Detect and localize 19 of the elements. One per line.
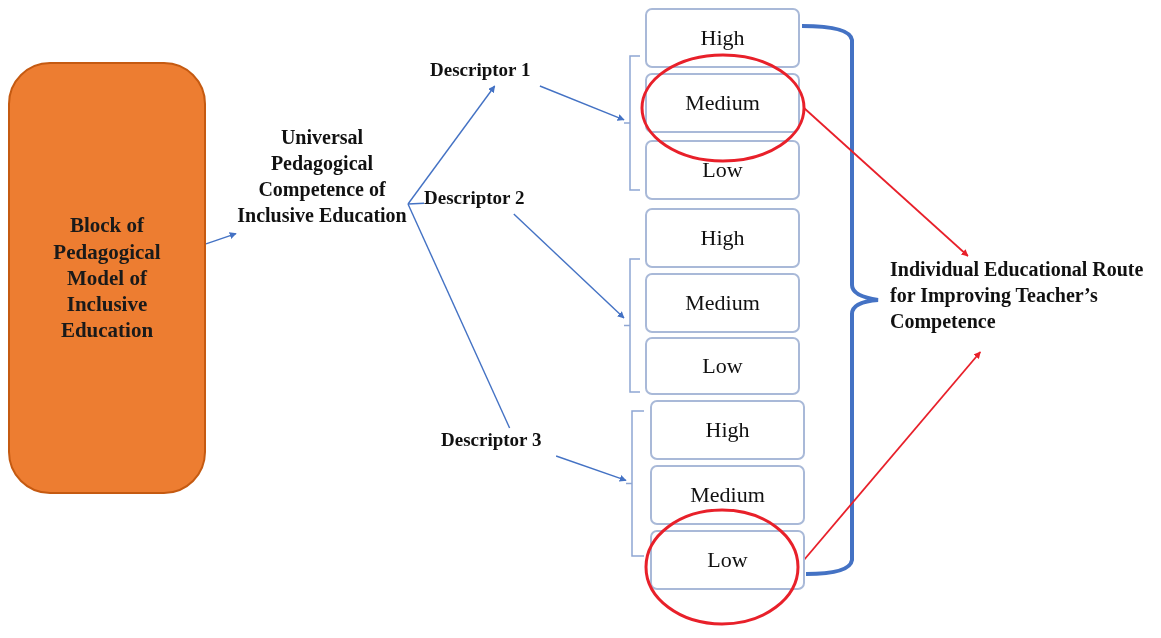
arrow: [803, 107, 969, 257]
arrow: [513, 213, 625, 319]
arrow: [407, 85, 496, 205]
level-box: Low: [645, 140, 800, 200]
arrow: [555, 455, 627, 482]
descriptor-label: Descriptor 2: [424, 186, 574, 211]
level-box: High: [645, 8, 800, 68]
level-box: High: [645, 208, 800, 268]
descriptor-label: Descriptor 1: [430, 58, 580, 83]
route-label: Individual Educational Route for Improving Teacher’s Competence: [890, 256, 1152, 334]
process-box: Block of Pedagogical Model of Inclusive Education: [8, 62, 206, 494]
level-box: Medium: [645, 273, 800, 333]
competence-label: Universal Pedagogical Competence of Inclusive Education: [236, 124, 408, 228]
arrow: [539, 85, 625, 121]
arrow: [205, 232, 237, 245]
level-box: High: [650, 400, 805, 460]
level-box: Low: [645, 337, 800, 395]
level-box: Medium: [650, 465, 805, 525]
descriptor-label: Descriptor 3: [441, 428, 591, 453]
